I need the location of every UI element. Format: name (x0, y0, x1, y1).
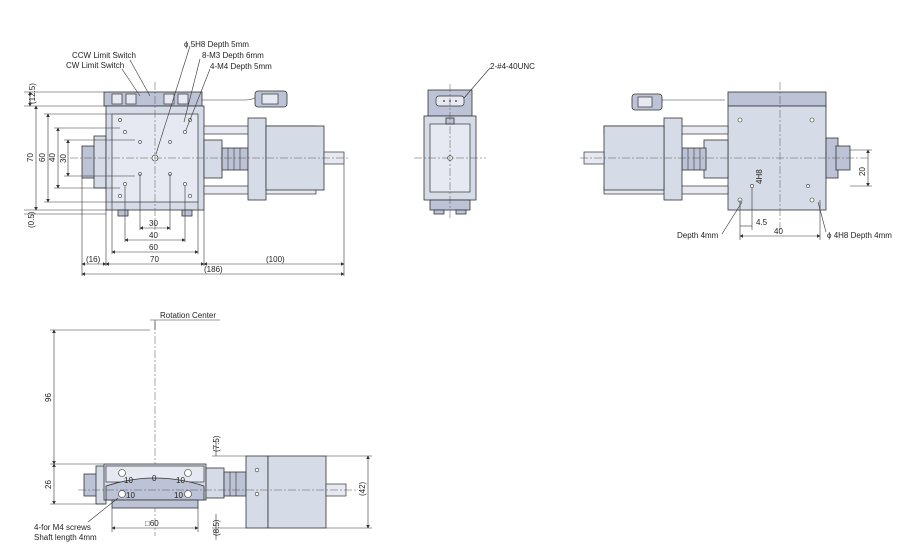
dim-60-vertical: 60 (38, 153, 47, 162)
dim-0-5: (0.5) (27, 211, 36, 228)
side-dim-7-5: (7.5) (212, 435, 221, 452)
ccw-limit-switch-label: CCW Limit Switch (72, 51, 136, 60)
scale-label-right-10: 10 (176, 476, 185, 485)
scale-label-bottom-right-10: 10 (174, 491, 183, 500)
dim-30-horizontal: 30 (149, 219, 158, 228)
bottom-dim-40: 40 (774, 227, 783, 236)
end-view: 2-#4-40UNC (414, 62, 535, 220)
dim-30-vertical: 30 (59, 154, 68, 163)
side-motor (267, 455, 327, 529)
dim-100: (100) (266, 255, 285, 264)
scale-label-bottom-left-10: 10 (126, 491, 135, 500)
m4-holes-callout: 4-M4 Depth 5mm (210, 62, 272, 71)
scale-label-left-10: 10 (124, 476, 133, 485)
top-connector-face (261, 93, 279, 105)
end-connector-callout: 2-#4-40UNC (490, 62, 535, 71)
rotation-center-label: Rotation Center (160, 311, 216, 320)
depth-4mm-callout: Depth 4mm (677, 231, 719, 240)
side-dim-8-5: (8.5) (212, 519, 221, 536)
dim-40-horizontal: 40 (149, 231, 158, 240)
scale-label-0: 0 (152, 474, 157, 483)
bottom-dim-20: 20 (858, 167, 867, 176)
bottom-view: 40 4.5 4H8 20 Depth 4mm ϕ 4H8 Depth 4mm (580, 82, 892, 240)
dim-40-vertical: 40 (48, 153, 57, 162)
side-view: Rotation Center 10 0 10 10 10 96 26 (34, 311, 372, 542)
motor-bracket (247, 117, 267, 201)
top-cable (200, 96, 262, 101)
cw-limit-switch-label: CW Limit Switch (66, 61, 124, 70)
dim-70-horizontal: 70 (150, 255, 159, 264)
pin-hole-callout: ϕ 4H8 Depth 4mm (827, 231, 892, 240)
dim-186: (186) (204, 265, 223, 274)
side-dim-60-square: □60 (145, 519, 159, 528)
bottom-dim-4h8: 4H8 (755, 169, 764, 184)
side-dim-96: 96 (44, 393, 53, 402)
screws-callout-line2: Shaft length 4mm (34, 533, 97, 542)
dim-70-vertical: 70 (26, 153, 35, 162)
side-dim-42: (42) (358, 481, 367, 496)
bottom-dim-4-5: 4.5 (756, 218, 768, 227)
side-dim-26: 26 (44, 480, 53, 489)
center-hole-callout: ϕ 5H8 Depth 5mm (184, 40, 249, 49)
dim-16: (16) (86, 255, 101, 264)
m3-holes-callout: 8-M3 Depth 6mm (202, 51, 264, 60)
side-scale-band (105, 477, 205, 501)
screws-callout-line1: 4-for M4 screws (34, 523, 91, 532)
top-view: CCW Limit Switch CW Limit Switch ϕ 5H8 D… (24, 40, 350, 276)
dim-12-5: (12.5) (28, 83, 37, 104)
dim-60-horizontal: 60 (149, 243, 158, 252)
coupling (221, 147, 249, 171)
